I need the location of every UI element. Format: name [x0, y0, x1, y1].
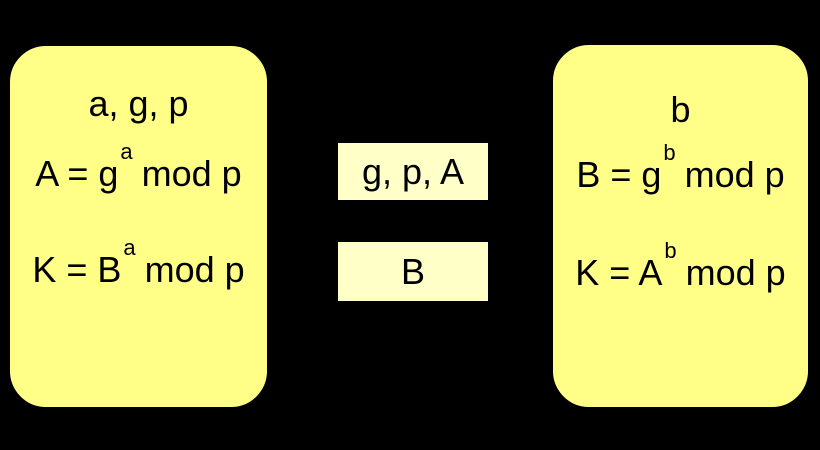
formula-suffix: mod p [684, 154, 785, 195]
right-party-box: b B = gbmod p K = Abmod p [551, 43, 810, 409]
right-known-values: b [670, 89, 691, 130]
formula-exponent: a [120, 139, 133, 164]
formula-suffix: mod p [144, 249, 245, 290]
left-public-formula: A = ga mod p [10, 141, 267, 194]
left-party-box: a, g, p A = gamod p K = Bamod p [8, 44, 269, 409]
formula-base: K = B [32, 249, 122, 290]
formula-exponent: a [123, 235, 136, 260]
left-known-values: a, g, p [88, 83, 189, 124]
formula-base: B = g [576, 154, 662, 195]
message-label: g, p, A [361, 150, 465, 192]
formula-suffix: mod p [141, 153, 242, 194]
right-key-formula: K = Ab mod p [553, 240, 808, 293]
message-box-g-p-a: g, p, A [337, 142, 489, 201]
right-public-formula: B = gb mod p [553, 142, 808, 195]
message-label: B [400, 250, 425, 292]
formula-exponent: b [663, 140, 676, 165]
formula-base: K = A [575, 252, 663, 293]
left-key-formula: K = Ba mod p [10, 237, 267, 290]
formula-exponent: b [664, 238, 677, 263]
formula-suffix: mod p [685, 252, 786, 293]
message-box-b: B [337, 241, 489, 302]
formula-base: A = g [35, 153, 119, 194]
